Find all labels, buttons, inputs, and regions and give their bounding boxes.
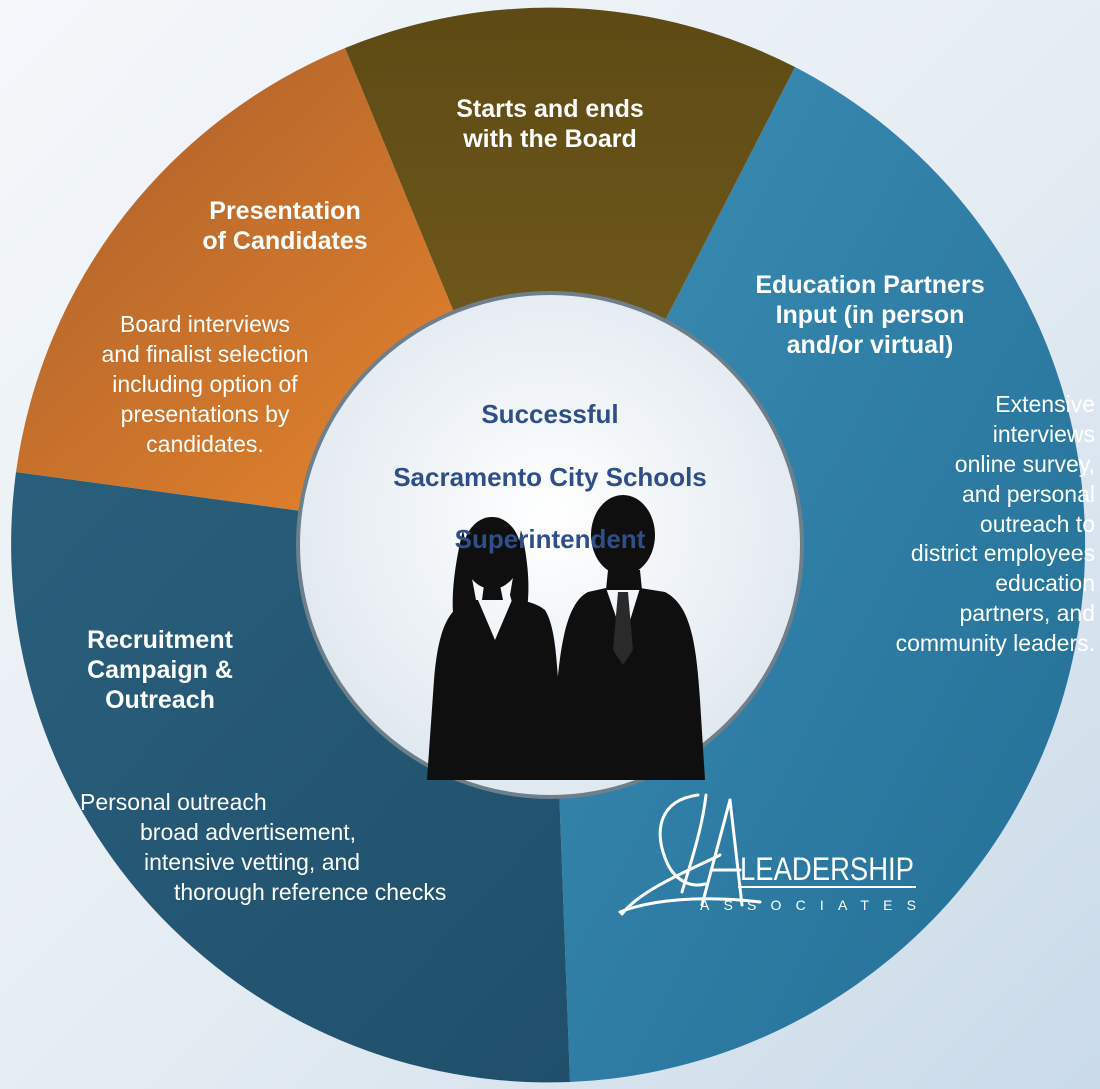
- partners-heading: Education Partners Input (in person and/…: [755, 271, 985, 359]
- partners-body: Extensive interviews online survey, and …: [895, 391, 1095, 657]
- recruitment-body-line: intensive vetting, and: [144, 848, 361, 875]
- segment-education-partners: [550, 67, 1086, 1082]
- recruitment-body-line: Personal outreach: [80, 789, 267, 815]
- presentation-body: Board interviews and finalist selection …: [101, 311, 309, 457]
- recruitment-body-line: thorough reference checks: [174, 878, 447, 905]
- center-title-line-3: Superintendent: [454, 523, 646, 554]
- segment-board: [345, 7, 795, 546]
- la-script-monogram-icon: [618, 793, 762, 916]
- center-title: Successful Sacramento City Schools Super…: [330, 368, 770, 586]
- logo-wordmark: LEADERSHIP: [740, 851, 914, 887]
- presentation-heading: Presentation of Candidates: [202, 197, 368, 255]
- board-heading: Starts and ends with the Board: [456, 95, 644, 153]
- recruitment-heading: Recruitment Campaign & Outreach: [87, 626, 233, 714]
- business-people-silhouette-icon: [427, 495, 705, 780]
- recruitment-body-line: broad advertisement,: [140, 818, 357, 845]
- center-title-line-1: Successful: [481, 399, 619, 430]
- center-title-line-2: Sacramento City Schools: [393, 461, 707, 492]
- recruitment-body: Personal outreach broad advertisement, int…: [80, 788, 540, 908]
